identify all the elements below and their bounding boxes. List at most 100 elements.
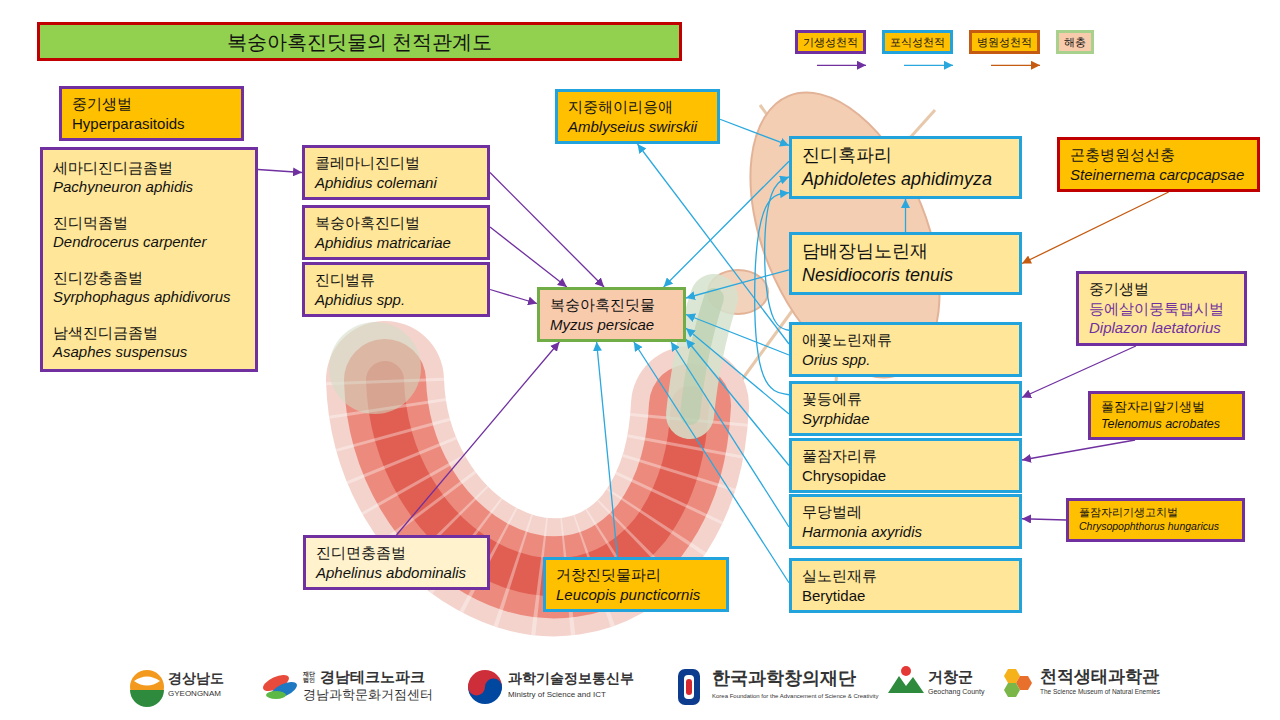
- sponsor-label: GYEONGNAM: [168, 689, 221, 698]
- scientific-name: Harmonia axyridis: [802, 522, 922, 542]
- relation-arrow: [258, 170, 302, 173]
- logo-frame: [678, 669, 700, 705]
- parasitoid-box: 콜레마니진디벌Aphidius colemani: [302, 145, 490, 200]
- predator-box: 실노린재류Berytidae: [789, 558, 1022, 613]
- diagram-title: 복숭아혹진딧물의 천적관계도: [227, 29, 493, 55]
- sponsor-label: 과학기술정보통신부: [508, 670, 634, 686]
- predator-box: 거창진딧물파리Leucopis puncticornis: [543, 557, 729, 612]
- scientific-name: Amblyseius swirskii: [568, 117, 697, 137]
- sponsor-label: 경남과학문화거점센터: [303, 688, 433, 703]
- scientific-name: Myzus persicae: [550, 315, 654, 335]
- logo-swirl: [468, 679, 485, 696]
- common-name: 거창진딧물파리: [556, 565, 661, 585]
- logo-half: [130, 690, 164, 707]
- relation-arrow: [686, 328, 789, 414]
- scientific-name: Nesidiocoris tenuis: [802, 264, 953, 287]
- scientific-name: Aphidoletes aphidimyza: [802, 168, 992, 191]
- larva-neck: [690, 298, 714, 415]
- hyperparasitoid-list: 세마디진디금좀벌Pachyneuron aphidis진디먹좀벌Dendroce…: [40, 147, 258, 372]
- legend-item: 해충: [1056, 30, 1094, 54]
- relation-arrow: [490, 290, 537, 304]
- common-name: 중기생벌: [1089, 279, 1149, 299]
- common-name: Berytidae: [802, 586, 865, 606]
- common-name: 진디먹좀벌: [53, 213, 128, 233]
- parasitoid-box: 진디벌류Aphidius spp.: [302, 262, 490, 317]
- logo-gyeongnam: [130, 670, 164, 707]
- common-name: 세마디진디금좀벌: [53, 158, 173, 178]
- logo-leaf: [134, 677, 160, 686]
- common-name: 중기생벌: [72, 94, 132, 114]
- common-name: 콜레마니진디벌: [315, 153, 420, 173]
- common-name: 풀잠자리알기생벌: [1101, 399, 1205, 415]
- legend-item: 병원성천적: [969, 30, 1040, 54]
- common-name: 무당벌레: [802, 502, 862, 522]
- legend-arrow: [817, 65, 866, 66]
- relation-arrow: [397, 342, 560, 535]
- common-name: 남색진디금좀벌: [53, 323, 158, 343]
- relation-arrow: [671, 342, 789, 527]
- relation-arrow: [490, 227, 567, 287]
- logo-museum: [1004, 669, 1032, 697]
- scientific-name: Chrysopophthorus hungaricus: [1079, 520, 1219, 534]
- scientific-name: Syrphophagus aphidivorus: [53, 287, 231, 307]
- common-name: 담배장님노린재: [802, 240, 928, 263]
- common-name: Chrysopidae: [802, 466, 886, 486]
- logo-mountain: [888, 676, 924, 693]
- logo-inner: [684, 675, 694, 699]
- title-banner: 복숭아혹진딧물의 천적관계도: [37, 22, 682, 61]
- scientific-name: Diplazon laetatorius: [1089, 318, 1221, 338]
- logo-technopark: [261, 672, 299, 702]
- relation-arrow: [1022, 440, 1135, 460]
- sponsor-label: Korea Foundation for the Advancement of …: [712, 693, 878, 700]
- sponsor-label: 천적생태과학관: [1040, 667, 1159, 687]
- common-name: Hyperparasitoids: [72, 114, 185, 134]
- common-name: 꽃등에류: [802, 389, 862, 409]
- hyperparasitoid-box: 중기생벌등에살이뭉툭맵시벌Diplazon laetatorius: [1076, 271, 1247, 346]
- common-name: 실노린재류: [802, 566, 877, 586]
- sponsor-label: 한국과학창의재단: [712, 668, 856, 689]
- parasitoid-box: 풀잠자리알기생벌Telenomus acrobates: [1088, 391, 1245, 440]
- relation-arrow: [597, 342, 618, 557]
- pathogen-box: 곤충병원성선충Steinernema carcpcapsae: [1057, 137, 1260, 192]
- legend-text: 병원성천적: [977, 35, 1032, 49]
- common-name: 복숭아혹진디벌: [315, 213, 420, 233]
- logo-geochang: [888, 666, 924, 693]
- legend-item: 기생성천적: [795, 30, 866, 54]
- parasitoid-box: 진디면충좀벌Aphelinus abdominalis: [303, 535, 490, 590]
- common-name: 곤충병원성선충: [1070, 145, 1175, 165]
- legend-text: 해충: [1064, 35, 1086, 49]
- relation-arrow: [1022, 519, 1066, 520]
- scientific-name: Aphelinus abdominalis: [316, 563, 466, 583]
- common-name: 애꽃노린재류: [802, 330, 892, 350]
- predator-box: 담배장님노린재Nesidiocoris tenuis: [789, 232, 1022, 295]
- common-name: 등에살이뭉툭맵시벌: [1089, 299, 1224, 319]
- common-name: 진디벌류: [315, 270, 375, 290]
- scientific-name: Telenomus acrobates: [1101, 416, 1220, 432]
- scientific-name: Aphidius spp.: [315, 290, 405, 310]
- sponsor-label: 재단 법인: [303, 671, 317, 683]
- scientific-name: Aphidius matricariae: [315, 233, 451, 253]
- predator-box: 진디혹파리Aphidoletes aphidimyza: [789, 136, 1022, 199]
- common-name: 진디면충좀벌: [316, 543, 406, 563]
- larva-tail: [329, 322, 421, 414]
- legend-text: 기생성천적: [803, 35, 858, 49]
- scientific-name: Steinernema carcpcapsae: [1070, 165, 1244, 185]
- scientific-name: Syrphidae: [802, 409, 870, 429]
- logo-swirl: [485, 679, 502, 696]
- logo-sun: [901, 666, 911, 676]
- sponsor-label: The Science Museum of Natural Enemies: [1040, 688, 1160, 695]
- predator-box: 애꽃노린재류Orius spp.: [789, 322, 1022, 377]
- scientific-name: Asaphes suspensus: [53, 342, 187, 362]
- common-name: 복숭아혹진딧물: [550, 295, 655, 315]
- sponsor-label: 경상남도: [168, 670, 224, 686]
- scientific-name: Orius spp.: [802, 350, 870, 370]
- legend-arrow: [904, 65, 953, 66]
- relation-arrow: [634, 342, 789, 583]
- scientific-name: Pachyneuron aphidis: [53, 177, 193, 197]
- relation-arrow: [664, 161, 789, 287]
- sponsor-label: Ministry of Science and ICT: [508, 690, 606, 699]
- sponsor-label: 경남테크노파크: [320, 668, 425, 685]
- relation-arrow: [720, 119, 789, 145]
- relation-arrow: [1022, 346, 1136, 398]
